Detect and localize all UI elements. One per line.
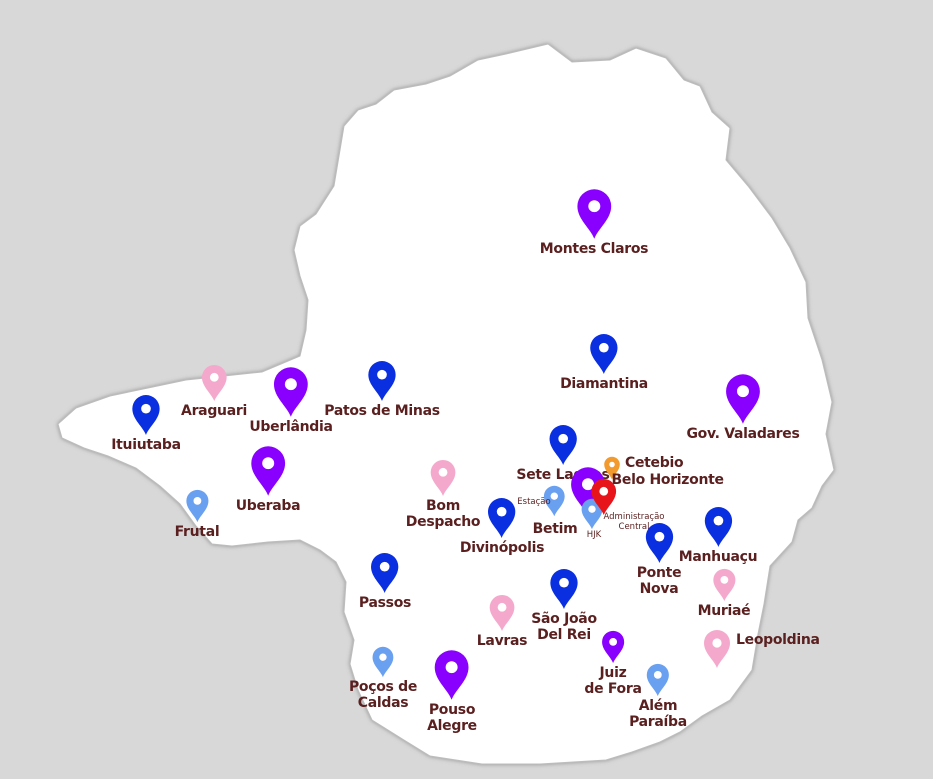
city-marker-ituiutaba[interactable]: Ituiutaba — [111, 395, 181, 453]
city-marker-frutal[interactable]: Frutal — [174, 489, 220, 540]
pink-map-marker-icon — [702, 629, 732, 669]
city-label: Muriaé — [697, 603, 751, 619]
city-marker-pouso-alegre[interactable]: Pouso Alegre — [427, 650, 477, 735]
city-marker-belo-horizonte[interactable]: Belo Horizonte — [569, 466, 724, 518]
blue-map-marker-icon — [702, 506, 734, 548]
city-marker-divinopolis[interactable]: Divinópolis — [459, 498, 545, 556]
city-marker-passos[interactable]: Passos — [358, 553, 412, 611]
city-label: Lavras — [476, 633, 528, 649]
city-label: Leopoldina — [736, 631, 820, 648]
purple-map-marker-icon — [272, 366, 311, 418]
city-label: Passos — [358, 595, 412, 611]
city-marker-betim[interactable]: Betim — [532, 517, 578, 537]
city-label: Gov. Valadares — [686, 426, 800, 442]
red-map-marker-icon — [590, 478, 619, 516]
orange-map-marker-icon — [603, 457, 621, 481]
city-label: HJK — [586, 530, 602, 540]
city-marker-lavras[interactable]: Lavras — [476, 594, 528, 649]
city-marker-administracao-central[interactable]: Administração Central — [574, 478, 665, 537]
pink-map-marker-icon — [488, 594, 517, 632]
city-label: São João Del Rei — [531, 611, 597, 644]
city-marker-bom-despacho[interactable]: Bom Despacho — [405, 459, 481, 531]
city-marker-cetebio[interactable]: Cetebio — [603, 455, 684, 482]
pink-map-marker-icon — [711, 568, 737, 602]
city-label: Frutal — [174, 524, 220, 540]
city-marker-juiz-de-fora[interactable]: Juiz de Fora — [584, 630, 642, 698]
city-label: Araguari — [181, 403, 247, 419]
purple-map-marker-icon — [248, 445, 287, 497]
blue-map-marker-icon — [643, 522, 675, 564]
city-marker-sao-joao-del-rei[interactable]: São João Del Rei — [531, 569, 597, 644]
city-label: Manhuaçu — [678, 549, 758, 565]
city-label: Ponte Nova — [636, 565, 682, 598]
light-blue-map-marker-icon — [371, 646, 395, 678]
city-marker-leopoldina[interactable]: Leopoldina — [702, 629, 820, 669]
state-outline — [57, 43, 835, 765]
city-label: Ituiutaba — [111, 437, 181, 453]
city-label: Administração Central — [603, 512, 665, 532]
city-marker-alem-paraiba[interactable]: Além Paraíba — [629, 663, 687, 731]
light-blue-map-marker-icon — [184, 489, 210, 523]
blue-map-marker-icon — [588, 333, 620, 375]
city-label: Uberlândia — [249, 419, 333, 435]
pink-map-marker-icon — [429, 459, 458, 497]
city-marker-uberlandia[interactable]: Uberlândia — [249, 367, 333, 435]
city-label: Patos de Minas — [324, 403, 440, 419]
city-marker-patos-de-minas[interactable]: Patos de Minas — [324, 361, 440, 419]
city-marker-muriae[interactable]: Muriaé — [697, 568, 751, 619]
city-label: Uberaba — [235, 498, 301, 514]
city-label: Pouso Alegre — [427, 702, 477, 735]
city-marker-uberaba[interactable]: Uberaba — [235, 446, 301, 514]
city-label: Diamantina — [560, 376, 648, 392]
city-marker-pocos-de-caldas[interactable]: Poços de Caldas — [348, 646, 418, 712]
city-label: Cetebio — [625, 455, 684, 472]
blue-map-marker-icon — [486, 497, 518, 539]
light-blue-map-marker-icon — [542, 485, 566, 517]
city-marker-hjk[interactable]: HJK — [580, 498, 604, 541]
city-marker-gov-valadares[interactable]: Gov. Valadares — [686, 374, 800, 442]
purple-map-marker-icon — [569, 466, 608, 518]
city-label: Poços de Caldas — [348, 679, 418, 712]
purple-map-marker-icon — [600, 630, 626, 664]
city-label: Estação — [517, 497, 551, 507]
city-label: Montes Claros — [539, 241, 649, 257]
city-marker-estacao[interactable]: Estação — [517, 485, 570, 528]
city-marker-manhuacu[interactable]: Manhuaçu — [678, 507, 758, 565]
city-marker-diamantina[interactable]: Diamantina — [560, 334, 648, 392]
blue-map-marker-icon — [130, 394, 162, 436]
city-marker-ponte-nova[interactable]: Ponte Nova — [636, 523, 682, 598]
light-blue-map-marker-icon — [645, 663, 671, 697]
blue-map-marker-icon — [366, 360, 398, 402]
city-label: Juiz de Fora — [584, 665, 642, 698]
blue-map-marker-icon — [369, 552, 401, 594]
purple-map-marker-icon — [433, 649, 472, 701]
city-marker-araguari[interactable]: Araguari — [181, 364, 247, 419]
pink-map-marker-icon — [200, 364, 229, 402]
city-label: Divinópolis — [459, 540, 545, 556]
light-blue-map-marker-icon — [580, 498, 604, 530]
city-label: Bom Despacho — [405, 498, 481, 531]
purple-map-marker-icon — [724, 373, 763, 425]
purple-map-marker-icon — [574, 188, 613, 240]
blue-map-marker-icon — [547, 424, 579, 466]
city-marker-montes-claros[interactable]: Montes Claros — [539, 189, 649, 257]
blue-map-marker-icon — [548, 568, 580, 610]
city-label: Betim — [532, 521, 578, 537]
city-label: Além Paraíba — [629, 698, 687, 731]
city-label: Belo Horizonte — [611, 472, 725, 489]
